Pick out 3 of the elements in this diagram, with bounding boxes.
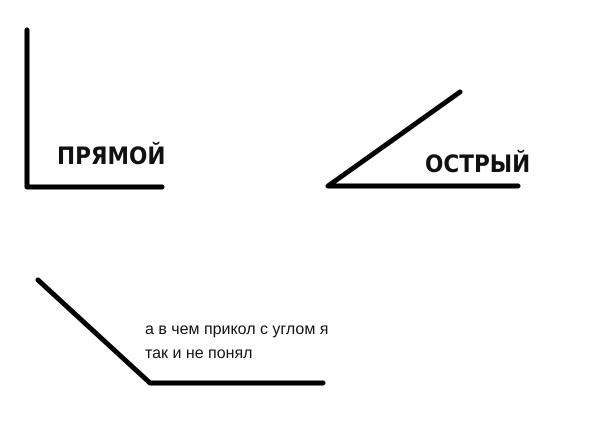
angle-label: ОСТРЫЙ: [425, 150, 530, 178]
angle-label: ПРЯМОЙ: [57, 142, 166, 170]
caption-text: а в чем прикол с углом я так и не понял: [145, 320, 330, 364]
